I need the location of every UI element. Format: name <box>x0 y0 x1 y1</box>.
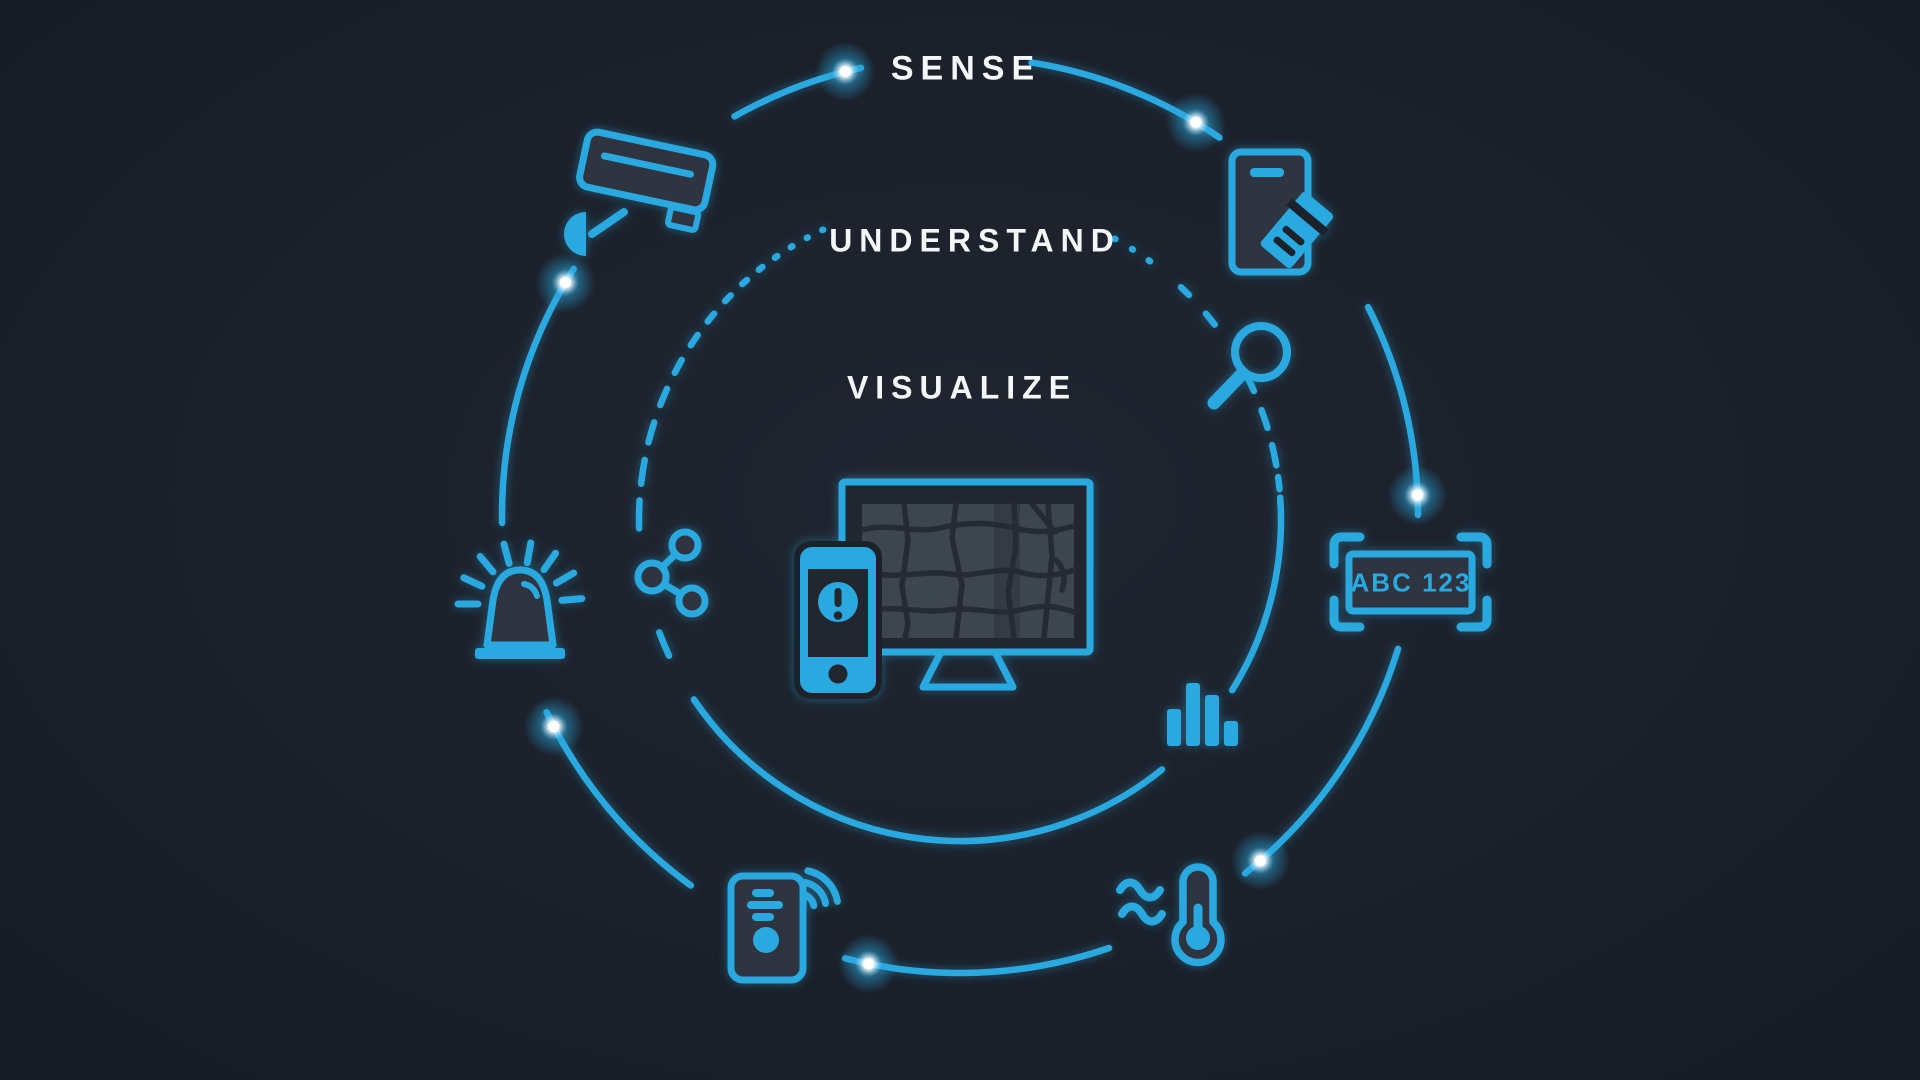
thermometer-icon <box>1116 863 1225 967</box>
signal-waves-icon <box>799 867 841 910</box>
ring-label-visualize: VISUALIZE <box>846 369 1078 406</box>
outer-ring <box>498 59 1422 977</box>
glow-node <box>838 933 899 994</box>
ring-label-understand: UNDERSTAND <box>829 222 1121 259</box>
glow-node <box>1230 830 1291 891</box>
license-plate-icon <box>1329 532 1492 632</box>
alert-icon <box>818 582 858 622</box>
glow-node <box>1165 92 1226 153</box>
bar-chart-icon <box>1167 683 1238 746</box>
phone-home-button <box>828 664 848 684</box>
glow-node <box>815 41 876 102</box>
monitor-map-icon <box>838 478 1094 691</box>
ticket-machine-icon <box>1228 148 1334 276</box>
cctv-camera-icon <box>564 128 717 256</box>
share-network-icon <box>634 528 709 618</box>
license-plate-text: ABC 123 <box>1350 567 1472 598</box>
glow-node <box>1387 465 1448 526</box>
middle-ring <box>635 226 1285 845</box>
ring-label-sense: SENSE <box>890 49 1042 88</box>
magnifier-icon <box>1207 322 1291 410</box>
map-graphic <box>859 501 1077 641</box>
iot-sensor-icon <box>727 867 841 984</box>
glow-nodes <box>523 41 1448 994</box>
siren-icon <box>454 539 586 659</box>
glow-node <box>535 252 596 313</box>
phone-alert-icon <box>794 541 882 699</box>
glow-node <box>523 696 584 757</box>
